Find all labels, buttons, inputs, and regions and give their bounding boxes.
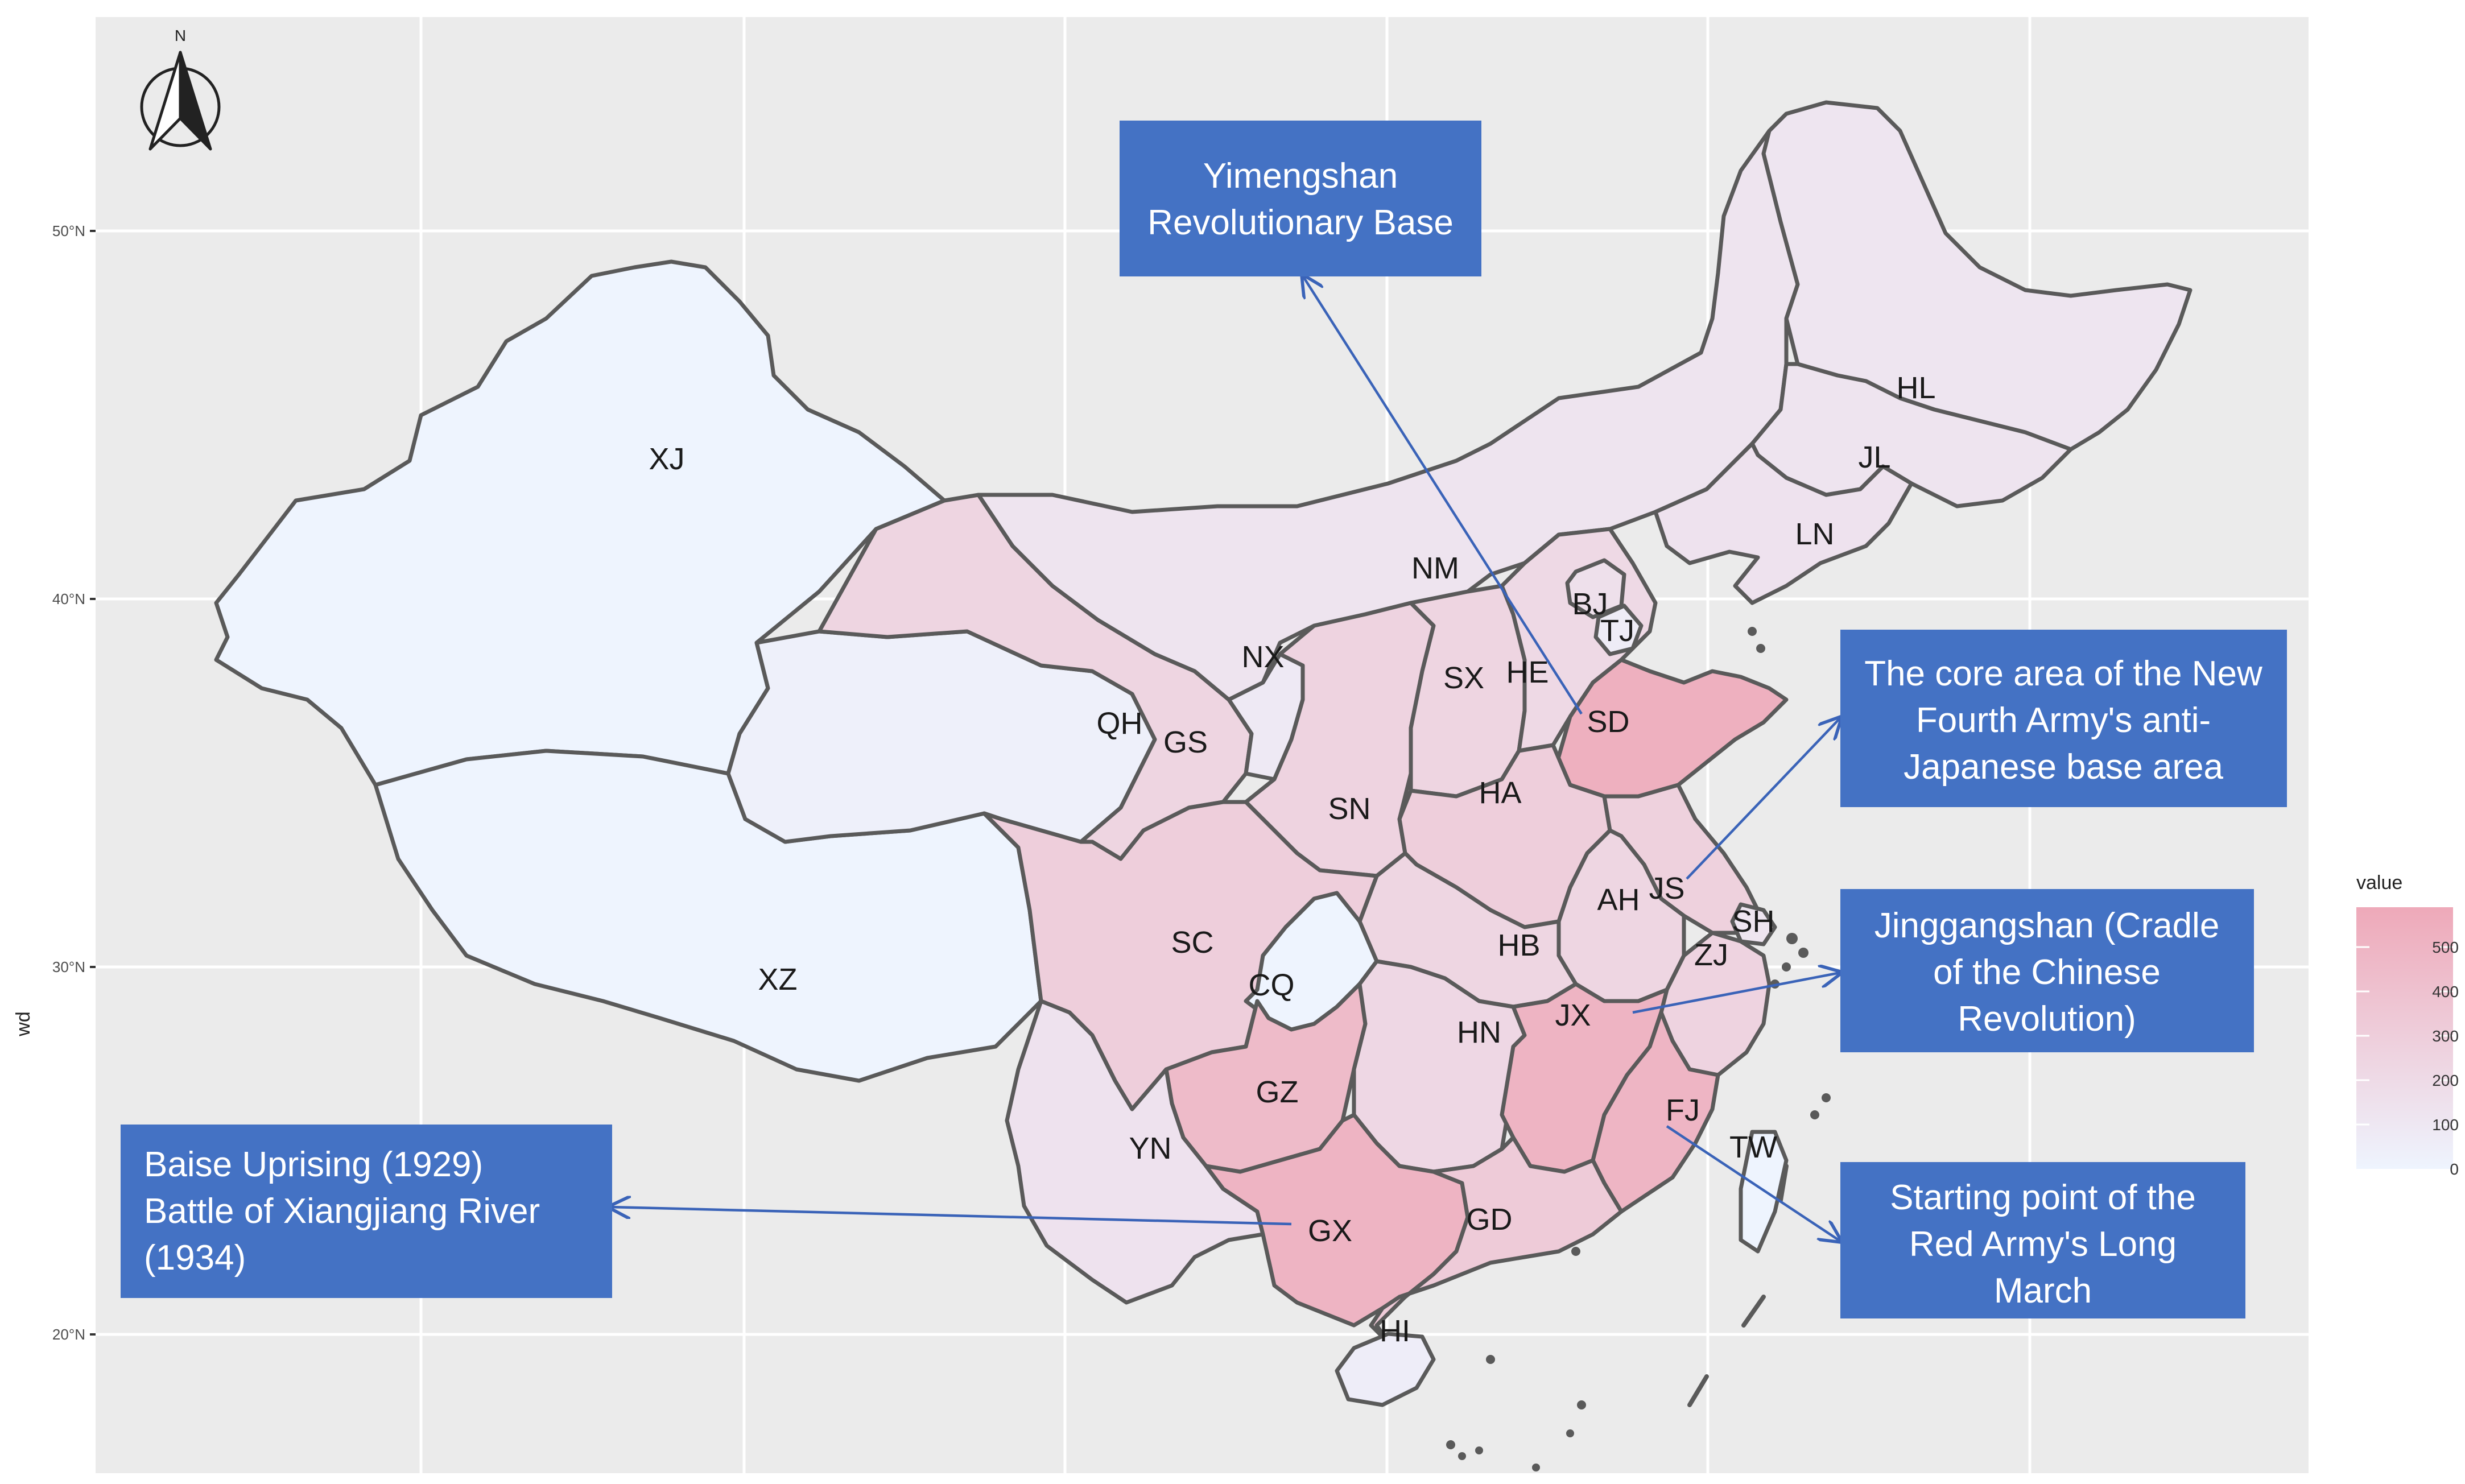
label-gz: GZ <box>1256 1075 1299 1109</box>
lat-tick-50: 50°N <box>52 222 85 239</box>
label-xj: XJ <box>649 442 684 476</box>
color-legend: value 500 400 300 200 100 0 <box>2356 872 2459 1178</box>
legend-tick-400: 400 <box>2432 983 2459 1001</box>
nine-dash-line <box>1687 1164 1789 1407</box>
province-yn <box>1005 999 1265 1305</box>
arrow-new-fourth-army <box>1686 718 1840 880</box>
label-ln: LN <box>1795 517 1834 551</box>
callout-jinggangshan: Jinggangshan (Cradle of the Chinese Revo… <box>1840 889 2254 1052</box>
label-sd: SD <box>1587 705 1629 739</box>
lat-tick-30: 30°N <box>52 958 85 975</box>
province-gd <box>1369 1135 1624 1345</box>
arrow-baise <box>610 1207 1292 1226</box>
label-jl: JL <box>1858 440 1890 474</box>
callout-baise: Baise Uprising (1929) Battle of Xiangjia… <box>121 1125 612 1298</box>
callout-new-fourth-army: The core area of the New Fourth Army's a… <box>1840 630 2287 807</box>
north-arrow-icon: N <box>140 27 221 151</box>
callout-long-march-line-1: Starting point of the <box>1890 1178 2196 1217</box>
callout-baise-line-1: Baise Uprising (1929) <box>144 1145 483 1184</box>
label-tj: TJ <box>1600 614 1634 648</box>
legend-tick-300: 300 <box>2432 1027 2459 1045</box>
label-sh: SH <box>1732 904 1774 939</box>
label-sc: SC <box>1171 925 1213 960</box>
label-ha: HA <box>1479 776 1521 810</box>
label-zj: ZJ <box>1694 938 1728 972</box>
arrow-yimengshan <box>1303 276 1583 715</box>
callout-baise-line-3: (1934) <box>144 1238 246 1278</box>
province-layer <box>214 100 2193 1407</box>
legend-tick-500: 500 <box>2432 939 2459 956</box>
province-sh <box>1730 902 1777 946</box>
arrow-long-march <box>1666 1125 1840 1241</box>
label-js: JS <box>1649 871 1684 906</box>
callout-jinggangshan-line-1: Jinggangshan (Cradle <box>1874 906 2220 945</box>
connector-arrows <box>610 276 1840 1241</box>
callout-yimengshan-line-1: Yimengshan <box>1203 156 1398 196</box>
arrow-jinggangshan <box>1632 973 1840 1014</box>
province-hl <box>1761 100 2193 452</box>
legend-title: value <box>2356 872 2402 894</box>
label-gx: GX <box>1308 1214 1352 1248</box>
label-yn: YN <box>1129 1131 1171 1165</box>
north-label: N <box>175 27 186 44</box>
callout-new-fourth-army-line-3: Japanese base area <box>1904 747 2223 787</box>
callout-baise-line-2: Battle of Xiangjiang River <box>144 1192 540 1231</box>
label-gs: GS <box>1163 725 1208 759</box>
label-tw: TW <box>1729 1130 1777 1164</box>
province-ln <box>1653 441 1914 605</box>
legend-tick-100: 100 <box>2432 1116 2459 1134</box>
province-tj <box>1593 603 1644 656</box>
label-hb: HB <box>1497 928 1540 962</box>
callout-long-march-line-3: March <box>1994 1271 2092 1311</box>
label-hn: HN <box>1457 1015 1501 1049</box>
lat-tick-40: 40°N <box>52 590 85 607</box>
label-sx: SX <box>1443 661 1484 695</box>
callout-long-march-line-2: Red Army's Long <box>1909 1225 2177 1264</box>
label-fj: FJ <box>1666 1093 1700 1127</box>
y-axis: 50°N 40°N 30°N 20°N wd <box>13 222 96 1343</box>
label-xz: XZ <box>758 962 797 997</box>
label-he: HE <box>1506 655 1549 689</box>
label-ah: AH <box>1597 883 1640 917</box>
callout-yimengshan-line-2: Revolutionary Base <box>1147 203 1454 242</box>
callout-jinggangshan-line-2: of the Chinese <box>1933 953 2161 992</box>
callout-new-fourth-army-line-1: The core area of the New <box>1864 654 2262 693</box>
callout-long-march: Starting point of the Red Army's Long Ma… <box>1840 1162 2245 1318</box>
label-nx: NX <box>1241 640 1284 674</box>
lat-tick-20: 20°N <box>52 1326 85 1343</box>
callout-jinggangshan-line-3: Revolution) <box>1958 999 2136 1039</box>
label-qh: QH <box>1097 706 1143 741</box>
legend-colorbar <box>2356 907 2453 1169</box>
province-labels: XJ XZ QH GS NM NX SN SX HE BJ TJ SD HA J… <box>649 371 1935 1348</box>
label-cq: CQ <box>1249 968 1295 1002</box>
legend-tick-200: 200 <box>2432 1072 2459 1089</box>
callout-new-fourth-army-line-2: Fourth Army's anti- <box>1916 701 2211 740</box>
callout-yimengshan: Yimengshan Revolutionary Base <box>1120 121 1481 276</box>
label-jx: JX <box>1555 998 1591 1032</box>
label-bj: BJ <box>1572 587 1608 621</box>
label-hi: HI <box>1380 1314 1410 1348</box>
label-nm: NM <box>1411 551 1459 585</box>
province-hi <box>1335 1332 1436 1407</box>
label-hl: HL <box>1896 371 1935 405</box>
y-axis-title: wd <box>13 1011 34 1036</box>
label-sn: SN <box>1328 792 1370 826</box>
province-hn <box>1352 959 1527 1174</box>
legend-tick-0: 0 <box>2450 1160 2459 1178</box>
label-gd: GD <box>1467 1202 1513 1237</box>
